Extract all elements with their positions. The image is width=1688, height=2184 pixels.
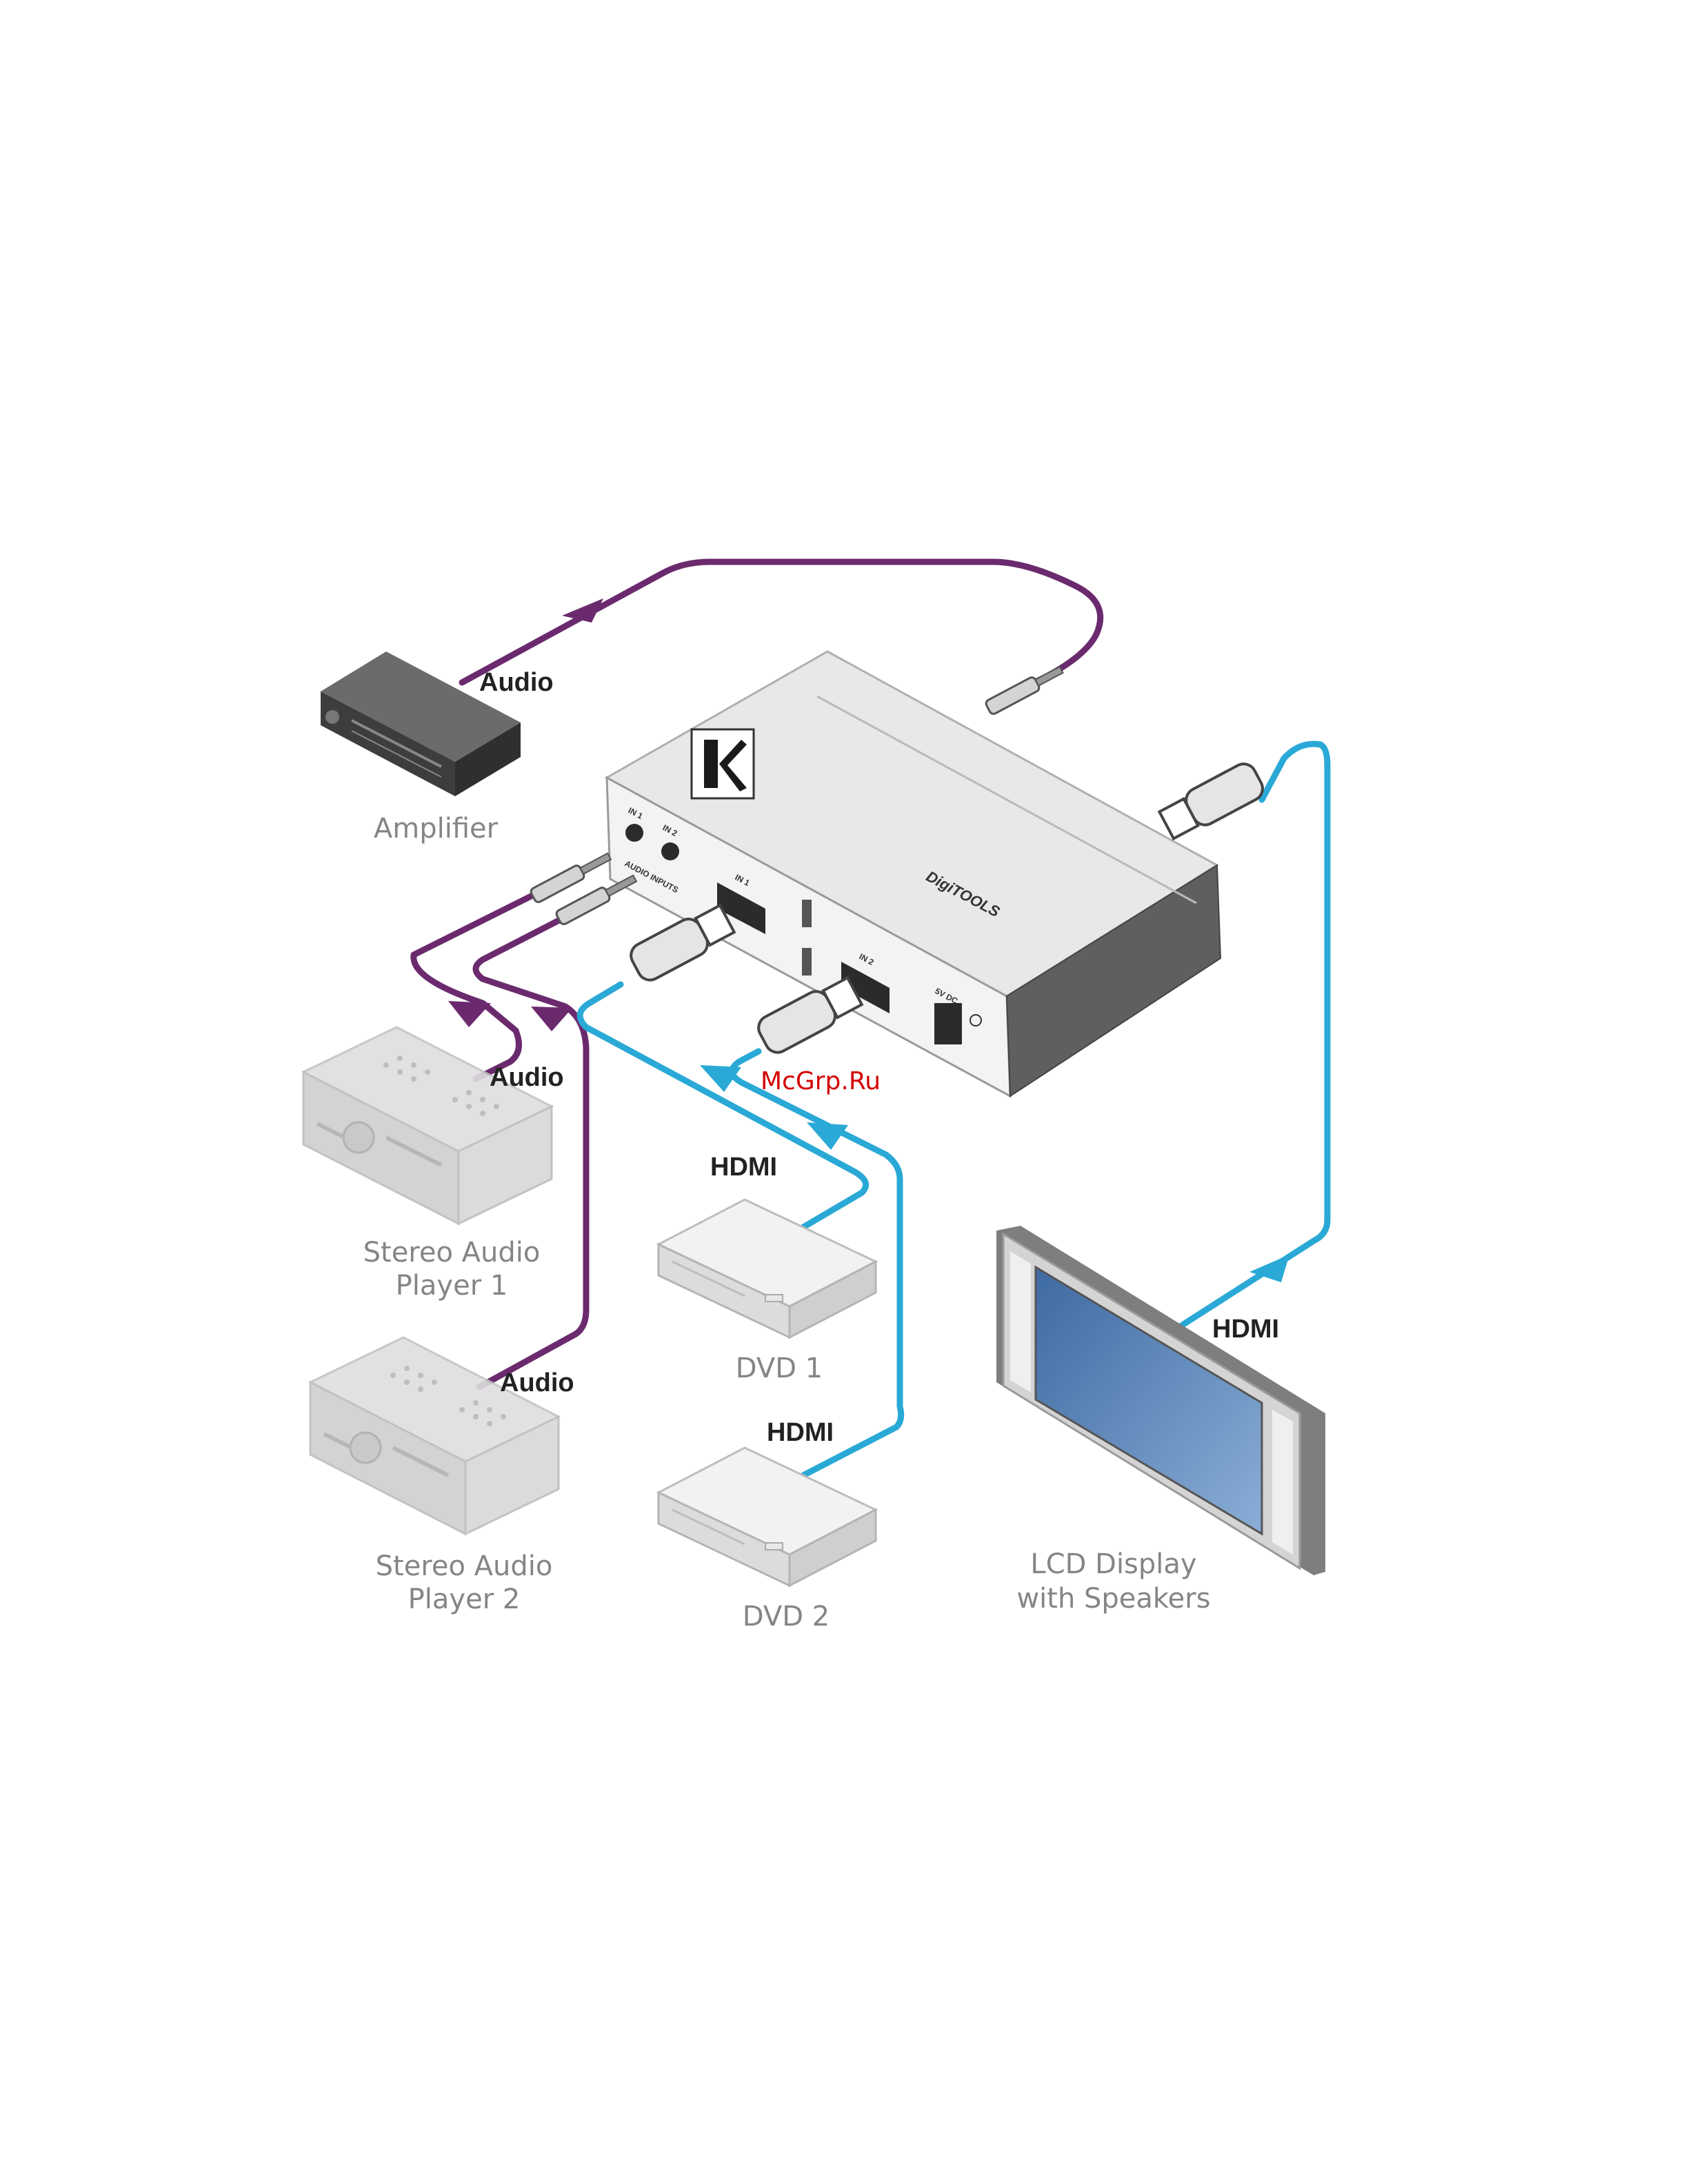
- arrowhead-player2: [531, 1007, 572, 1031]
- audio-cable-amplifier: [462, 562, 1101, 689]
- hdmi-cable-lcd: [1179, 744, 1327, 1327]
- cable-label-hdmi-dvd2: HDMI: [767, 1418, 834, 1447]
- kramer-logo: [692, 729, 754, 798]
- cable-label-hdmi-lcd: HDMI: [1212, 1315, 1279, 1344]
- audio-plug-out: [985, 663, 1065, 716]
- dvd2-label: DVD 2: [743, 1601, 830, 1632]
- cable-label-audio-player1: Audio: [490, 1063, 564, 1092]
- cable-label-hdmi-dvd1: HDMI: [710, 1153, 777, 1182]
- hdmi-plug-out: [1158, 760, 1267, 842]
- lcd-label-line1: LCD Display: [1030, 1548, 1196, 1580]
- player2-label-line2: Player 2: [408, 1584, 521, 1615]
- audio-jack-in1[interactable]: [625, 824, 643, 842]
- dvd1-device: [659, 1200, 876, 1337]
- switcher-unit: DigiTOOLS IN 1 IN 2 AUDIO INPUTS IN 1 IN…: [607, 651, 1220, 1096]
- select-button-1[interactable]: [802, 900, 812, 927]
- cable-label-audio-player2: Audio: [500, 1368, 574, 1397]
- player1-label-line2: Player 1: [396, 1270, 508, 1302]
- dvd1-label: DVD 1: [736, 1353, 823, 1384]
- arrowhead-player1: [448, 1001, 491, 1027]
- select-button-2[interactable]: [802, 948, 812, 975]
- arrowhead-amplifier: [562, 598, 603, 623]
- audio-jack-in2[interactable]: [661, 842, 679, 860]
- power-jack[interactable]: [934, 1003, 962, 1044]
- cable-label-audio-amplifier: Audio: [479, 668, 554, 697]
- dvd2-device: [659, 1448, 876, 1586]
- amplifier-label: Amplifier: [374, 813, 499, 845]
- player1-label-line1: Stereo Audio: [363, 1237, 541, 1268]
- player2-label-line1: Stereo Audio: [376, 1550, 553, 1582]
- lcd-label-line2: with Speakers: [1016, 1583, 1210, 1615]
- watermark: McGrp.Ru: [761, 1067, 881, 1095]
